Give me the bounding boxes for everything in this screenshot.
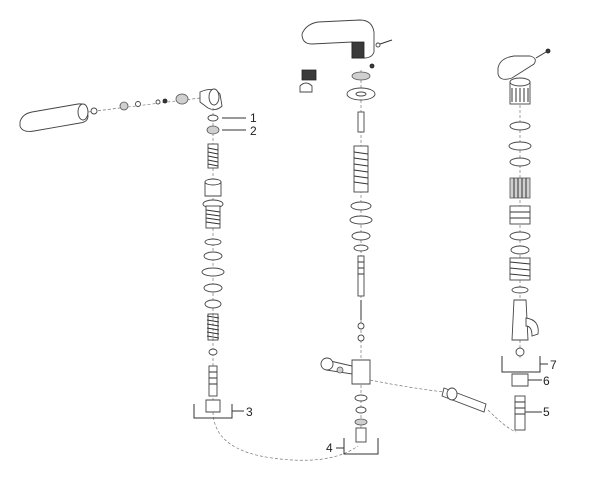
callout-1: 1 [250, 111, 257, 125]
callout-5: 5 [543, 405, 550, 419]
callout-leaders [193, 117, 548, 455]
connection-hose [212, 379, 517, 461]
left-valve-stack [201, 108, 225, 413]
callout-2: 2 [250, 124, 257, 138]
spout-assembly [299, 19, 393, 443]
hand-shower-assembly [19, 88, 223, 132]
callout-7: 7 [550, 358, 557, 372]
callout-6: 6 [543, 374, 550, 388]
callout-3: 3 [246, 405, 253, 419]
right-valve-stack [497, 48, 551, 431]
callout-4: 4 [326, 441, 333, 455]
